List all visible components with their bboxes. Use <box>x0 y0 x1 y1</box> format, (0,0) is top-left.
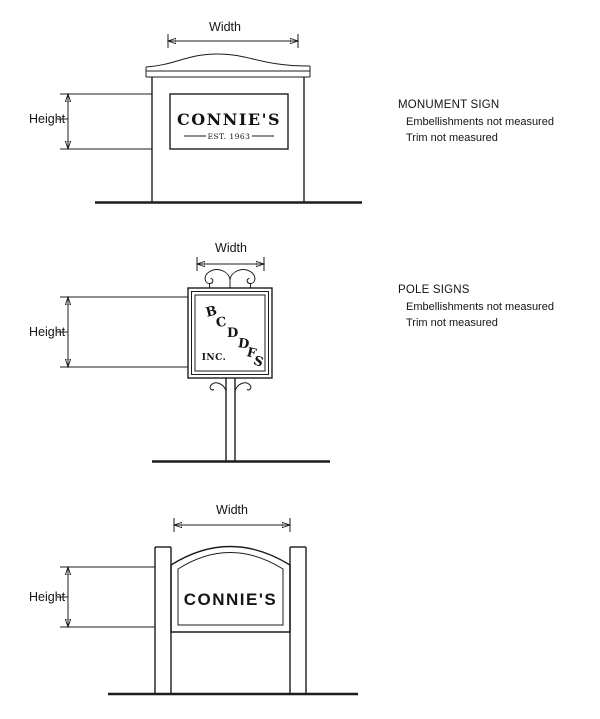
post-width-dimension: Width <box>174 503 290 532</box>
post-panel-outer <box>170 545 291 633</box>
pole-note-1: Embellishments not measured <box>406 301 554 313</box>
pole-sign: B C D D F S INC. <box>187 269 273 461</box>
pole-width-dimension: Width <box>197 241 264 271</box>
pole-curl-left <box>209 382 227 392</box>
monument-sign-text: CONNIE'S <box>177 110 281 129</box>
monument-annotation: MONUMENT SIGN Embellishments not measure… <box>398 99 554 144</box>
monument-sign: CONNIE'S EST. 1963 <box>145 53 311 202</box>
scroll-ornament-right <box>229 269 256 285</box>
pole-sign-frame-inner <box>194 294 266 372</box>
post-sign: CONNIE'S <box>154 545 307 694</box>
post-panel-inner <box>177 552 284 626</box>
post-height-label: Height <box>29 590 66 604</box>
monument-width-dimension: Width <box>168 20 298 48</box>
pole-letter-3: D <box>227 326 238 341</box>
monument-sign-subtext: EST. 1963 <box>208 132 251 141</box>
monument-figure: Width CONNIE'S EST. 1963 Height <box>29 20 554 204</box>
scroll-ornament-left <box>204 269 231 285</box>
post-sign-text: CONNIE'S <box>184 590 278 609</box>
pole-figure: Width B C D D F S INC. <box>29 241 554 463</box>
pole-sign-frame-middle <box>191 291 269 375</box>
pole-letter-4: D <box>237 336 250 352</box>
post-width-label: Width <box>216 503 248 517</box>
monument-panel <box>169 93 289 150</box>
post-height-dimension: Height <box>29 567 155 627</box>
monument-height-label: Height <box>29 112 66 126</box>
monument-cap-wave <box>145 53 311 68</box>
pole-height-label: Height <box>29 325 66 339</box>
pole-note-2: Trim not measured <box>406 317 498 329</box>
monument-note-2: Trim not measured <box>406 132 498 144</box>
monument-title: MONUMENT SIGN <box>398 99 499 111</box>
pole-curl-right <box>234 382 252 392</box>
post-figure: Width CONNIE'S Height <box>29 503 358 696</box>
pole-inc-label: INC. <box>202 353 227 363</box>
pole-letter-2: C <box>215 315 227 331</box>
pole-letter-1: B <box>204 304 218 321</box>
monument-height-dimension: Height <box>29 94 152 149</box>
monument-note-1: Embellishments not measured <box>406 116 554 128</box>
monument-width-label: Width <box>209 20 241 34</box>
pole-title: POLE SIGNS <box>398 284 470 296</box>
pole-annotation: POLE SIGNS Embellishments not measured T… <box>398 284 554 329</box>
pole-width-label: Width <box>215 241 247 255</box>
pole-height-dimension: Height <box>29 297 188 367</box>
pole-sign-frame-outer <box>187 287 273 379</box>
